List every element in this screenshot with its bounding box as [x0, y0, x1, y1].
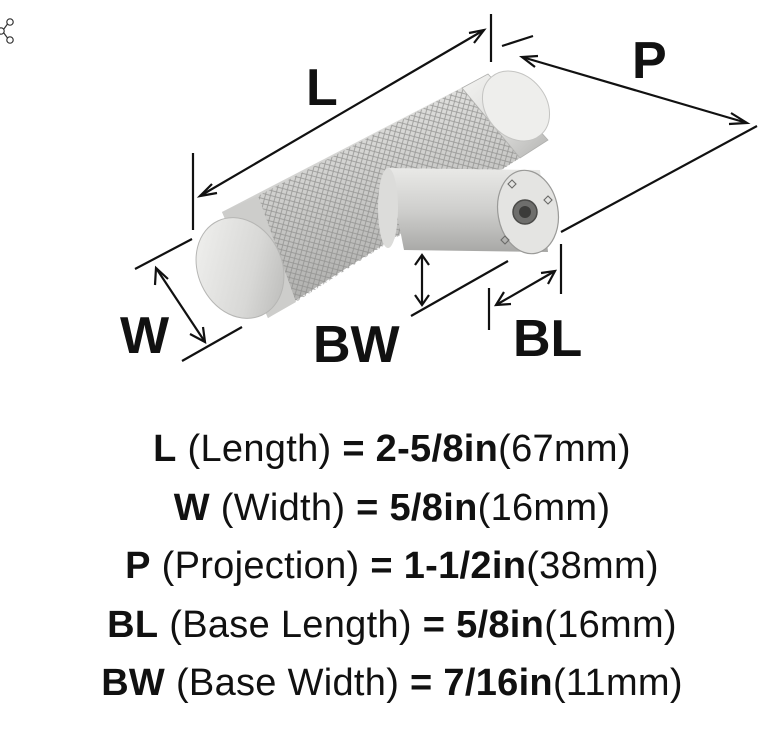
spec-line-projection: P (Projection) = 1-1/2in(38mm): [0, 537, 784, 596]
label-base-width: BW: [313, 316, 401, 374]
spec-code: BL: [107, 603, 159, 646]
spec-code: P: [125, 545, 151, 587]
spec-metric: (11mm): [552, 662, 683, 704]
spec-metric: (38mm): [526, 545, 659, 587]
spec-imperial: 5/8in: [456, 603, 545, 646]
spec-imperial: 5/8in: [389, 486, 478, 529]
spec-code: W: [173, 486, 210, 529]
spec-line-base-width: BW (Base Width) = 7/16in(11mm): [0, 654, 784, 713]
spec-code: BW: [101, 662, 166, 704]
spec-name: (Length): [187, 428, 332, 470]
knob-left-end-cap: [195, 217, 285, 319]
spec-line-width: W (Width) = 5/8in(16mm): [0, 479, 784, 538]
share-icon[interactable]: [0, 18, 14, 44]
spec-line-base-length: BL (Base Length) = 5/8in(16mm): [0, 596, 784, 655]
label-base-length: BL: [513, 310, 582, 368]
dimension-lines: [134, 14, 758, 362]
spec-metric: (67mm): [498, 428, 631, 470]
spec-name: (Width): [220, 486, 346, 529]
spec-name: (Base Width): [175, 662, 400, 704]
spec-metric: (16mm): [477, 486, 611, 529]
spec-equals: =: [410, 662, 433, 704]
label-width: W: [120, 307, 170, 365]
spec-name: (Base Length): [169, 603, 412, 646]
spec-equals: =: [342, 428, 365, 470]
spec-name: (Projection): [161, 545, 360, 587]
label-projection: P: [632, 32, 667, 90]
spec-list: L (Length) = 2-5/8in(67mm) W (Width) = 5…: [0, 420, 784, 713]
spec-imperial: 7/16in: [443, 662, 553, 704]
spec-metric: (16mm): [544, 603, 677, 646]
spec-code: L: [153, 428, 177, 470]
spec-imperial: 1-1/2in: [403, 545, 527, 587]
spec-equals: =: [356, 486, 379, 529]
spec-imperial: 2-5/8in: [375, 428, 499, 470]
knob-post: [378, 168, 560, 255]
spec-equals: =: [370, 545, 393, 587]
label-length: L: [306, 59, 338, 117]
spec-equals: =: [422, 603, 446, 646]
spec-line-length: L (Length) = 2-5/8in(67mm): [0, 420, 784, 479]
knob-dimension-diagram: L P W BW BL: [0, 14, 758, 374]
